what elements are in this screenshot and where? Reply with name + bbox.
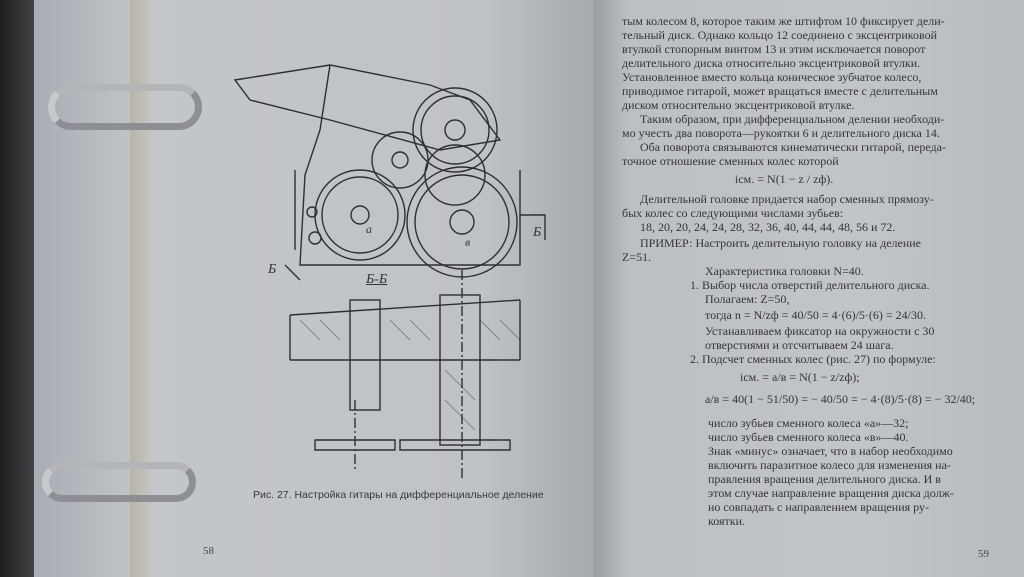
step-2: 2. Подсчет сменных колес (рис. 27) по фо…	[690, 352, 936, 366]
binder-cover	[0, 0, 40, 577]
housing-outline	[299, 64, 521, 266]
text-line: мо учесть два поворота—рукоятки 6 и дели…	[622, 126, 940, 140]
gear-b	[406, 166, 518, 278]
text-line: Оба поворота связываются кинематически г…	[640, 140, 946, 154]
section-body	[289, 299, 521, 361]
section-mark-b-left: Б	[268, 262, 277, 277]
gear	[371, 131, 429, 189]
text-line: Таким образом, при дифференциальном деле…	[640, 112, 945, 126]
text-line: диском относительно эксцентриковой втулк…	[622, 98, 855, 112]
section-title: Б-Б	[366, 272, 388, 287]
result-line: число зубьев сменного колеса «в»—40.	[708, 430, 909, 444]
text-line: бых колес со следующими числами зубьев:	[622, 206, 844, 220]
text-line: точное отношение сменных колес которой	[622, 154, 839, 168]
text-line: включить паразитное колесо для изменения…	[708, 458, 951, 472]
text-line: Установленное вместо кольца коническое з…	[622, 70, 922, 84]
formula-3: iсм. = a/в = N(1 − z/zф);	[740, 370, 860, 384]
text-line: Знак «минус» означает, что в набор необх…	[708, 444, 953, 458]
guitar-arm	[233, 64, 502, 151]
binder-ring-top	[48, 84, 202, 130]
page-edges	[130, 0, 150, 577]
step-1-text: Устанавливаем фиксатор на окружности с 3…	[705, 324, 935, 338]
gear	[424, 144, 486, 206]
figure-caption: Рис. 27. Настройка гитары на дифференциа…	[253, 489, 544, 501]
gear-a-label: а	[366, 222, 372, 236]
left-page	[34, 0, 594, 577]
formula-2: тогда n = N/zф = 40/50 = 4·(6)/5·(6) = 2…	[705, 308, 926, 322]
text-line: коятки.	[708, 514, 746, 528]
text-line: 18, 20, 20, 24, 24, 28, 32, 36, 40, 44, …	[640, 220, 896, 234]
characteristic: Характеристика головки N=40.	[705, 264, 864, 278]
page-number-left: 58	[203, 545, 214, 557]
binder-ring-bottom	[42, 462, 196, 502]
section-mark-b-right: Б	[533, 225, 542, 240]
text-line: Делительной головке придается набор смен…	[640, 192, 934, 206]
formula-4: a/в = 40(1 − 51/50) = − 40/50 = − 4·(8)/…	[705, 392, 976, 406]
text-line: Z=51.	[622, 250, 652, 264]
text-line: приводимое гитарой, может вращаться вмес…	[622, 84, 938, 98]
gear-b-label: в	[465, 235, 471, 249]
gear-a	[314, 169, 406, 261]
text-line: но совпадать с направлением вращения ру-	[708, 500, 930, 514]
result-line: число зубьев сменного колеса «а»—32;	[708, 416, 909, 430]
text-line: ПРИМЕР: Настроить делительную головку на…	[640, 236, 922, 250]
text-line: втулкой стопорным винтом 13 и этим исклю…	[622, 42, 926, 56]
gear	[412, 87, 498, 173]
right-page	[594, 0, 1024, 577]
text-line: тельный диск. Однако кольцо 12 соединено…	[622, 28, 938, 42]
text-line: делительного диска относительно эксцентр…	[622, 56, 921, 70]
text-line: правления вращения делительного диска. И…	[708, 472, 941, 486]
step-1-text: отверстиями и отсчитываем 24 шага.	[705, 338, 894, 352]
formula-1: iсм. = N(1 − z / zф).	[735, 172, 834, 186]
text-line: тым колесом 8, которое таким же штифтом …	[622, 14, 945, 28]
step-1: 1. Выбор числа отверстий делительного ди…	[690, 278, 930, 292]
text-line: этом случае направление вращения диска д…	[708, 486, 954, 500]
step-1-assume: Полагаем: Z=50,	[705, 292, 790, 306]
page-number-right: 59	[978, 548, 989, 560]
